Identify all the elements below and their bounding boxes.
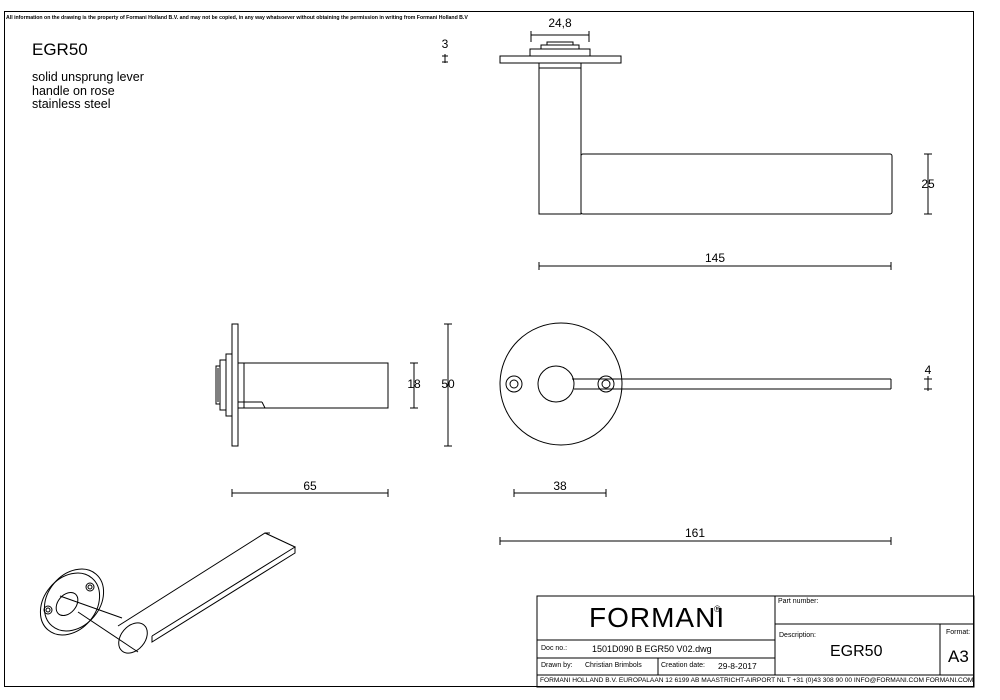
disclaimer-text: All information on the drawing is the pr… [6,15,468,21]
dim-rose-thickness [442,54,448,63]
registered-mark: ® [714,604,721,614]
drawn-by-label: Drawn by: [541,662,573,669]
description-value: EGR50 [830,643,883,660]
part-number-label: Part number: [778,598,819,605]
dim-label: 161 [685,526,705,540]
doc-no-value: 1501D090 B EGR50 V02.dwg [592,644,712,654]
format-label: Format: [946,629,971,636]
title-block [536,595,975,688]
dim-top-width [530,31,590,42]
dim-shank-diameter [410,362,418,409]
dim-label: 3 [442,37,449,51]
front-view [499,322,892,446]
description-line: handle on rose [32,83,115,98]
dim-total-length [499,537,892,545]
dim-lever-thickness [924,376,932,391]
dim-label: 50 [441,377,455,391]
top-view [499,41,893,215]
drawing-frame [4,11,974,687]
dim-label: 38 [553,479,567,493]
creation-date-value: 29-8-2017 [718,661,757,671]
dim-hole-offset [513,489,607,497]
description-label: Description: [779,632,816,639]
dim-lever-height [924,153,932,215]
dim-side-depth [231,489,389,497]
product-code: EGR50 [32,40,88,59]
format-value: A3 [948,647,969,666]
company-footer: FORMANI HOLLAND B.V. EUROPALAAN 12 6199 … [540,677,974,684]
dim-rose-diameter [444,323,452,447]
dim-label: 4 [925,363,932,377]
dim-label: 24,8 [548,16,572,30]
side-view [215,323,389,447]
creation-date-label: Creation date: [661,662,705,669]
brand-logo: FORMANI [589,602,726,633]
dim-label: 145 [705,251,725,265]
product-description: solid unsprung lever handle on rose stai… [32,70,144,112]
description-line: solid unsprung lever [32,70,144,84]
dim-label: 18 [407,377,421,391]
dim-lever-length [538,262,892,270]
dim-label: 65 [303,479,317,493]
drawn-by-value: Christian Brimbols [585,662,642,669]
doc-no-label: Doc no.: [541,645,568,652]
description-line: stainless steel [32,97,111,111]
isometric-view [39,532,297,654]
dim-label: 25 [921,177,935,191]
